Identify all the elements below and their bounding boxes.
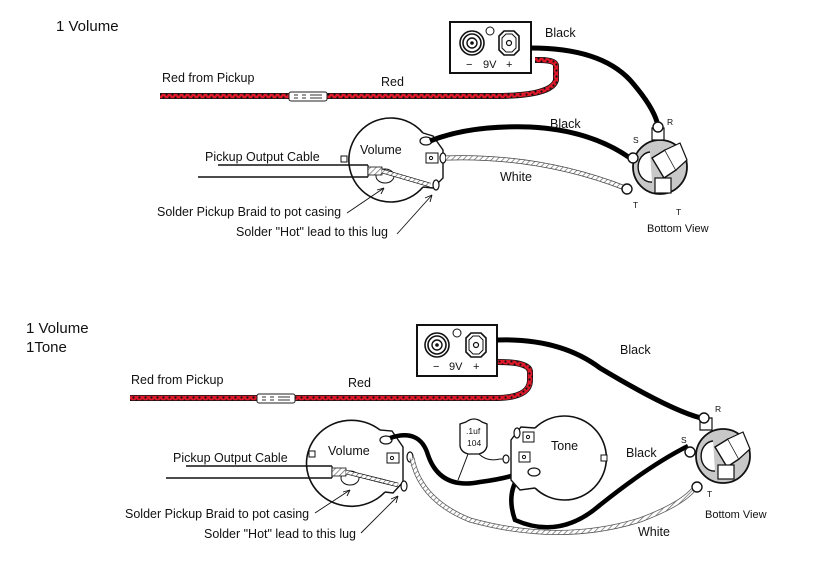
lug-t-label: T	[633, 200, 638, 210]
label-solder-hot: Solder "Hot" lead to this lug	[204, 527, 356, 541]
battery-negative-terminal-icon	[424, 332, 450, 358]
lug-s-label: S	[633, 135, 639, 145]
label-black-battery: Black	[620, 343, 651, 357]
capacitor-code-label: 104	[467, 438, 481, 448]
label-red: Red	[381, 75, 404, 89]
label-white: White	[500, 170, 532, 184]
volume-pot-label: Volume	[360, 143, 402, 157]
lug-r-label: R	[715, 404, 721, 414]
black-wire-tone-to-jack	[509, 443, 690, 530]
red-wire	[130, 359, 533, 401]
battery-minus-label: −	[466, 59, 472, 71]
annotation-arrows	[346, 187, 433, 235]
label-red: Red	[348, 376, 371, 390]
diagram-1-volume: 1 Volume Red from Pickup Red	[56, 18, 709, 239]
label-solder-braid: Solder Pickup Braid to pot casing	[157, 205, 341, 219]
output-jack-bottom-view: R S T T Bottom View	[621, 117, 709, 235]
volume-pot-label: Volume	[328, 444, 370, 458]
label-pickup-output-cable: Pickup Output Cable	[173, 451, 288, 465]
diagram-title-line-1: 1 Volume	[26, 320, 89, 337]
annotation-arrows	[314, 489, 399, 534]
pickup-output-cable	[198, 164, 431, 188]
red-wire	[160, 57, 559, 99]
black-wire-battery	[530, 45, 660, 123]
label-black-battery: Black	[545, 26, 576, 40]
label-pickup-output-cable: Pickup Output Cable	[205, 150, 320, 164]
output-jack-bottom-view: R S T Bottom View	[681, 404, 767, 521]
lug-r-label: R	[667, 117, 673, 127]
label-black-jack: Black	[626, 446, 657, 460]
battery-plus-label: +	[473, 361, 479, 373]
lug-t-label-2: T	[676, 207, 681, 217]
tone-pot: Tone	[502, 415, 608, 501]
battery-9v: − 9V +	[416, 324, 498, 377]
label-solder-braid: Solder Pickup Braid to pot casing	[125, 507, 309, 521]
tone-capacitor: .1uf 104	[457, 418, 505, 481]
diagram-2-volume-tone: 1 Volume 1Tone Red from Pickup Red	[26, 320, 767, 541]
lug-s-label: S	[681, 435, 687, 445]
jack-view-label: Bottom View	[647, 223, 709, 235]
volume-pot: Volume	[305, 419, 414, 508]
pickup-output-cable	[166, 465, 399, 488]
label-red-from-pickup: Red from Pickup	[131, 373, 223, 387]
black-wire-battery	[496, 337, 702, 421]
battery-voltage-label: 9V	[483, 59, 497, 71]
tone-pot-label: Tone	[551, 439, 578, 453]
label-black-jack: Black	[550, 117, 581, 131]
black-wire-volume-to-jack	[429, 124, 632, 161]
volume-pot: Volume	[340, 117, 447, 203]
battery-positive-terminal-icon	[498, 30, 520, 56]
battery-positive-terminal-icon	[465, 332, 487, 358]
jack-view-label: Bottom View	[705, 509, 767, 521]
battery-plus-label: +	[506, 59, 512, 71]
battery-negative-terminal-icon	[459, 30, 485, 56]
wire-splice-connector	[288, 91, 328, 102]
lug-t-label: T	[707, 489, 712, 499]
battery-9v: − 9V +	[449, 21, 532, 74]
capacitor-value-label: .1uf	[466, 426, 481, 436]
diagram-title: 1 Volume	[56, 18, 119, 35]
label-white: White	[638, 525, 670, 539]
label-solder-hot: Solder "Hot" lead to this lug	[236, 225, 388, 239]
diagram-title-line-2: 1Tone	[26, 339, 67, 356]
battery-voltage-label: 9V	[449, 361, 463, 373]
wire-splice-connector	[256, 393, 296, 404]
battery-minus-label: −	[433, 361, 439, 373]
black-wire-volume-to-tone	[389, 433, 524, 486]
label-red-from-pickup: Red from Pickup	[162, 71, 254, 85]
